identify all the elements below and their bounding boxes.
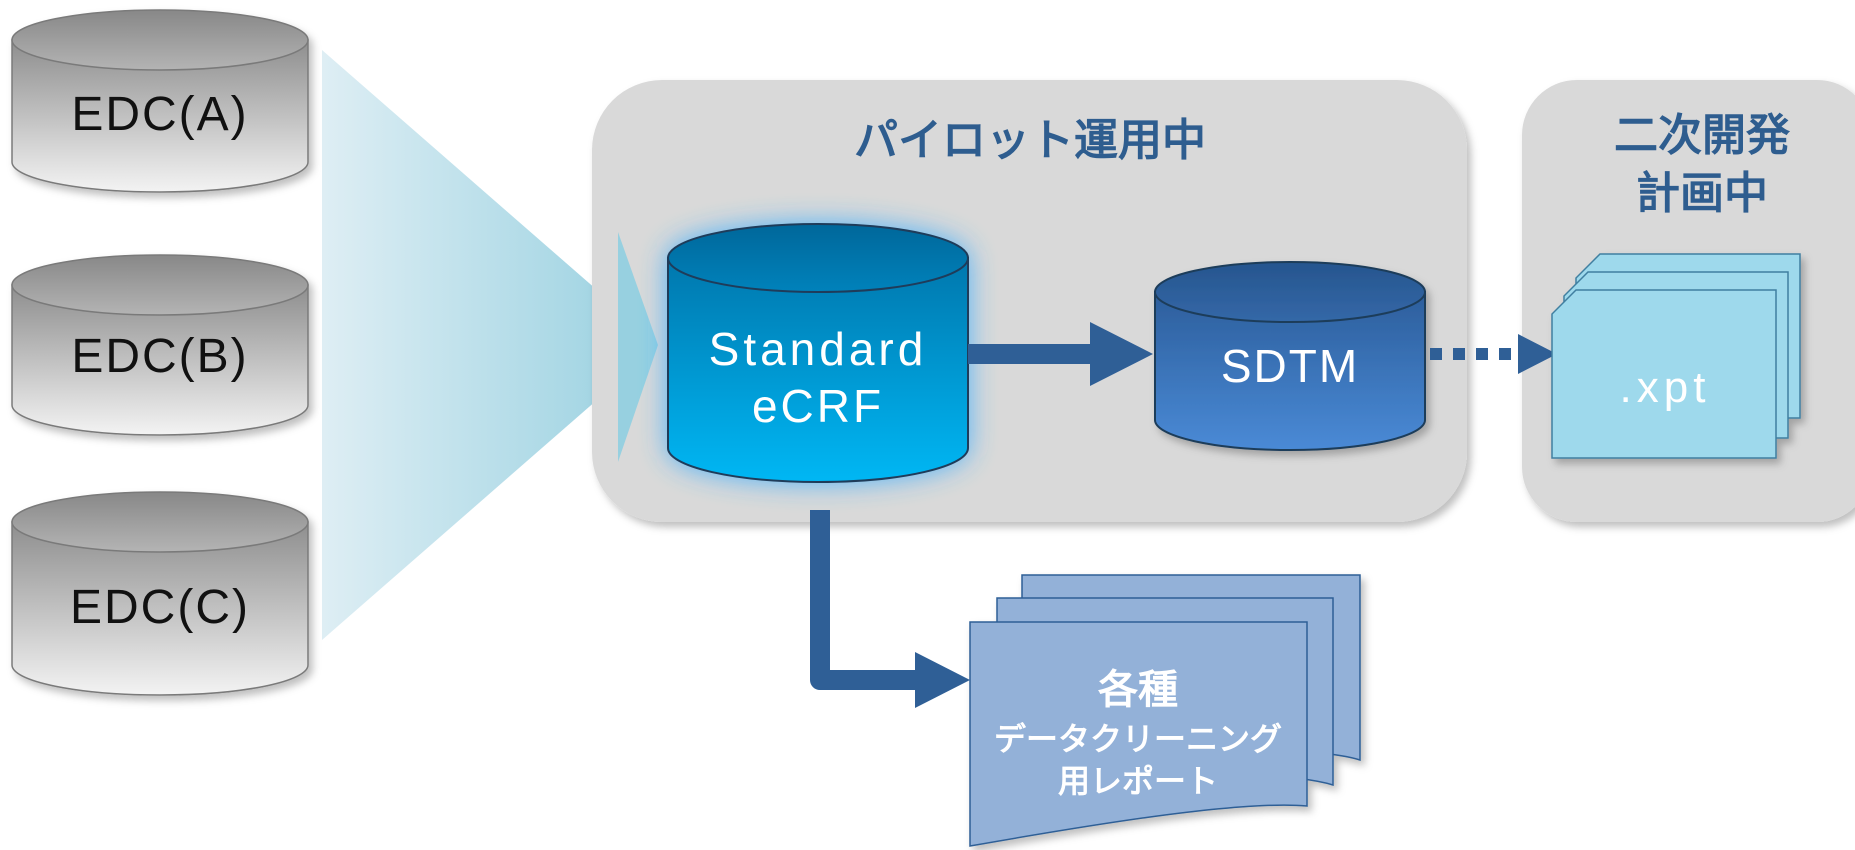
edc-source-b [11, 254, 309, 436]
standard-ecrf-cylinder [667, 223, 969, 483]
future-panel-title-line2: 計画中 [1636, 168, 1768, 219]
pilot-panel-title: パイロット運用中 [854, 115, 1206, 166]
edc-source-c-label: EDC(C) [70, 581, 250, 634]
merge-funnel [322, 50, 660, 640]
funnel-arrowhead [618, 232, 658, 462]
edc-source-a [11, 9, 309, 193]
ecrf-to-sdtm-arrow [968, 344, 1093, 364]
xpt-document-stack [1551, 253, 1801, 459]
edc-source-a-label: EDC(A) [71, 88, 248, 141]
ecrf-to-reports-arrow [810, 510, 925, 690]
sdtm-to-xpt-arrowhead [1518, 334, 1557, 374]
edc-source-b-label: EDC(B) [71, 330, 248, 383]
reports-label-line3: 用レポート [1058, 762, 1218, 800]
reports-label-line1: 各種 [1098, 667, 1178, 713]
ecrf-to-sdtm-arrowhead [1090, 322, 1153, 386]
sdtm-cylinder [1154, 261, 1426, 451]
edc-source-c [11, 491, 309, 696]
standard-ecrf-label-line2: eCRF [752, 380, 884, 432]
xpt-label: .xpt [1620, 363, 1711, 412]
sdtm-label: SDTM [1221, 340, 1359, 392]
ecrf-to-reports-arrowhead [915, 652, 970, 708]
reports-document-stack [969, 574, 1361, 847]
future-panel-title-line1: 二次開発 [1614, 110, 1791, 161]
reports-label-line2: データクリーニング [994, 720, 1282, 758]
standard-ecrf-label-line1: Standard [709, 323, 928, 375]
